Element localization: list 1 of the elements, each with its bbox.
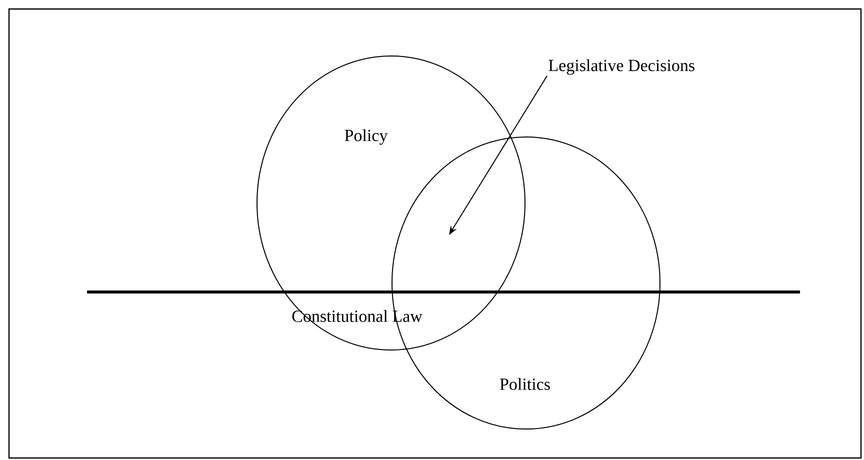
callout-text: Legislative Decisions xyxy=(548,59,694,75)
